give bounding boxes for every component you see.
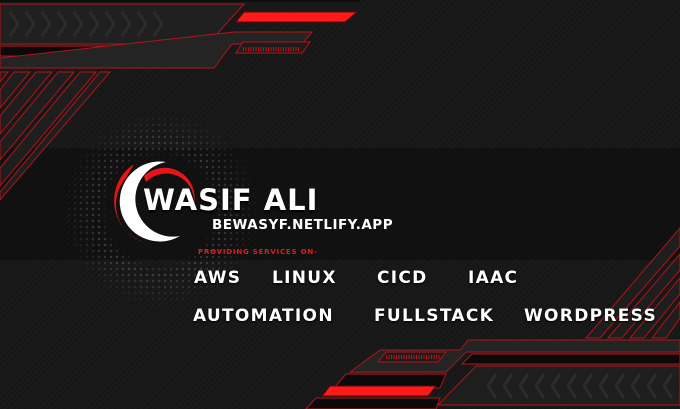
service-wordpress: WORDPRESS <box>524 306 657 326</box>
service-cicd: CICD <box>377 268 428 288</box>
service-linux: LINUX <box>272 268 337 288</box>
top-left-frame <box>0 0 360 69</box>
top-left-chevrons <box>8 11 164 37</box>
halftone-ring <box>60 110 260 310</box>
service-iaac: IAAC <box>468 268 519 288</box>
crescent-swoosh-icon <box>114 161 195 244</box>
center-band <box>0 148 680 260</box>
bottom-right-frame <box>305 339 680 409</box>
bottom-right-diagonals <box>584 227 680 339</box>
service-fullstack: FULLSTACK <box>374 306 495 326</box>
owner-name: WASIF ALI <box>143 183 319 217</box>
top-left-diagonals <box>0 71 112 201</box>
service-aws: AWS <box>194 268 242 288</box>
services-tagline: PROVIDING SERVICES ON- <box>198 248 318 256</box>
bottom-right-chevrons <box>486 373 674 399</box>
service-automation: AUTOMATION <box>193 306 334 326</box>
website-link[interactable]: BEWASYF.NETLIFY.APP <box>212 217 394 233</box>
